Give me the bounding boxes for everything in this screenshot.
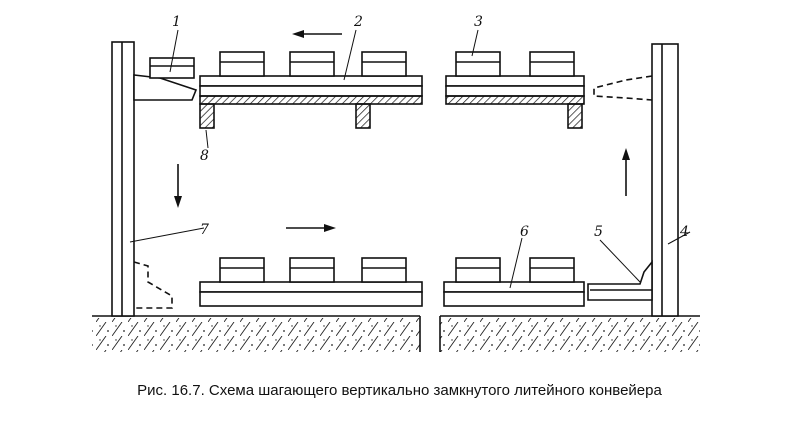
callout-6: 6 — [520, 224, 529, 240]
left-column — [111, 41, 135, 317]
callout-8: 8 — [200, 148, 209, 164]
bottom-right-carriage — [443, 257, 585, 307]
arrow-right-up — [622, 148, 630, 196]
arrow-left-down — [174, 164, 182, 208]
leader-lines — [129, 29, 691, 289]
callout-2: 2 — [353, 14, 363, 30]
arrow-top-left-direction — [292, 30, 342, 38]
lifting-bracket-bottom-right — [587, 259, 653, 301]
lifting-bracket-top-right — [593, 75, 653, 101]
lifting-bracket-bottom-left — [133, 261, 173, 309]
lifting-bracket-top-left — [133, 57, 198, 101]
figure-caption: Рис. 16.7. Схема шагающего вертикально з… — [137, 382, 662, 399]
top-left-carriage — [199, 51, 423, 129]
callout-4: 4 — [679, 224, 689, 240]
callout-7: 7 — [200, 222, 209, 238]
right-column — [651, 43, 679, 317]
foundation-ground — [92, 315, 700, 352]
bottom-left-carriage — [199, 257, 423, 307]
callout-5: 5 — [594, 224, 603, 240]
callout-3: 3 — [474, 14, 483, 30]
conveyor-diagram: 1 2 3 4 5 6 7 8 — [92, 14, 700, 352]
arrow-bottom-right-direction — [286, 224, 336, 232]
callout-1: 1 — [172, 14, 181, 30]
top-right-carriage — [445, 51, 585, 129]
